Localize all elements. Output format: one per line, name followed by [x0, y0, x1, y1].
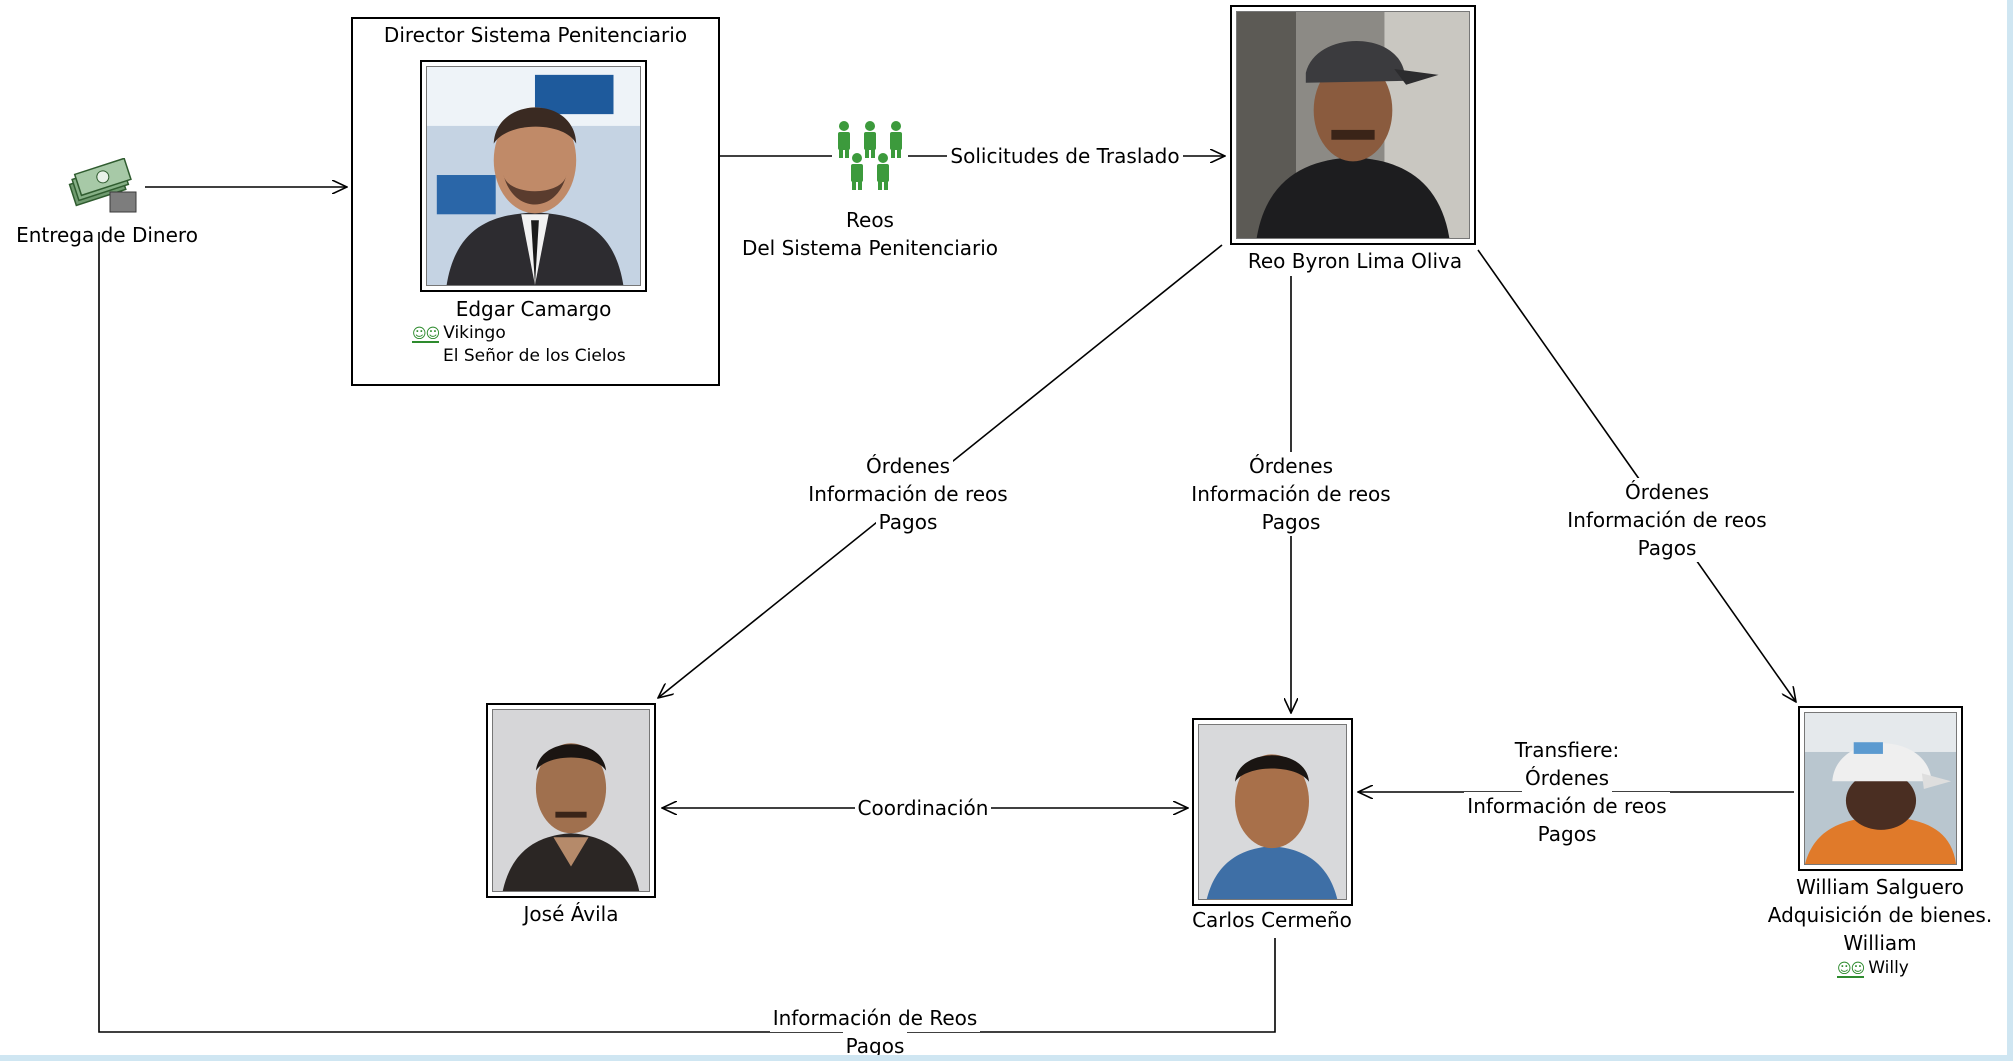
- link-label-william-carlos: Transfiere: Órdenes Información de reos …: [1427, 736, 1707, 848]
- william-short: William: [1843, 931, 1917, 955]
- link-label-byron-jose: Órdenes Información de reos Pagos: [768, 452, 1048, 536]
- william-alias: ☺☺Willy: [1837, 958, 1909, 978]
- alias-icon: ☺☺: [412, 326, 440, 343]
- reos-group-label: Reos Del Sistema Penitenciario: [710, 206, 1030, 262]
- money-node[interactable]: [62, 157, 146, 216]
- byron-avatar: [1236, 11, 1470, 239]
- money-label: Entrega de Dinero: [16, 223, 198, 247]
- jose-photo[interactable]: [486, 703, 656, 898]
- reos-group-line2: Del Sistema Penitenciario: [741, 236, 999, 260]
- reos-group-line1: Reos: [846, 208, 894, 232]
- link-byron-william: [1477, 249, 1796, 702]
- jose-name: José Ávila: [523, 902, 619, 926]
- director-alias-2: El Señor de los Cielos: [443, 346, 626, 366]
- carlos-photo[interactable]: [1192, 718, 1353, 906]
- link-carlos-money: [98, 232, 1276, 1033]
- director-title: Director Sistema Penitenciario: [383, 23, 688, 47]
- jose-avatar: [492, 709, 650, 892]
- byron-photo[interactable]: [1230, 5, 1476, 245]
- link-label-traslado: Solicitudes de Traslado: [940, 142, 1190, 170]
- money-icon: [68, 157, 137, 213]
- william-avatar: [1804, 712, 1957, 865]
- director-photo[interactable]: [420, 60, 647, 292]
- william-role: Adquisición de bienes.: [1767, 903, 1993, 927]
- director-alias-1: ☺☺Vikingo: [412, 323, 506, 343]
- people-group-icon: [838, 121, 902, 190]
- director-name: Edgar Camargo: [455, 297, 612, 321]
- reos-group-node[interactable]: [832, 118, 908, 194]
- alias-icon: ☺☺: [1837, 961, 1865, 978]
- link-label-byron-william: Órdenes Información de reos Pagos: [1527, 478, 1807, 562]
- link-label-coordinacion: Coordinación: [808, 794, 1038, 822]
- william-photo[interactable]: [1798, 706, 1963, 871]
- link-label-byron-carlos: Órdenes Información de reos Pagos: [1151, 452, 1431, 536]
- carlos-name: Carlos Cermeño: [1192, 908, 1352, 932]
- carlos-avatar: [1198, 724, 1347, 900]
- byron-name: Reo Byron Lima Oliva: [1247, 249, 1463, 273]
- director-avatar: [426, 66, 641, 286]
- william-label: William Salguero Adquisición de bienes. …: [1740, 873, 2007, 957]
- link-label-carlos-money: Información de Reos Pagos: [735, 1004, 1015, 1055]
- william-name: William Salguero: [1796, 875, 1964, 899]
